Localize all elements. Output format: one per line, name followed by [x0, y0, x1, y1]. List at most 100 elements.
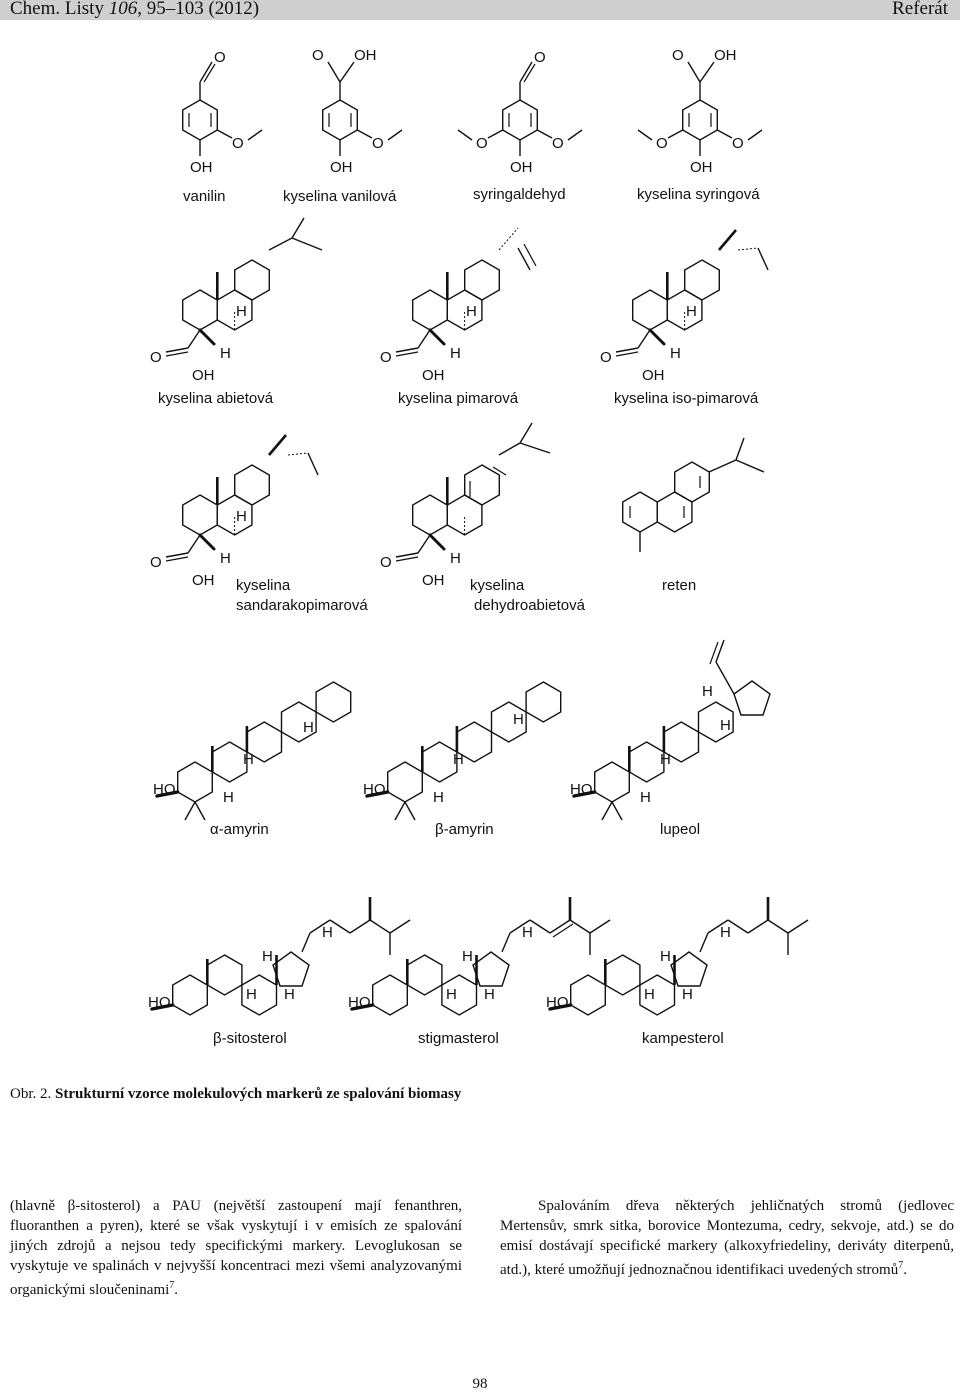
svg-text:H: H — [246, 986, 257, 1003]
svg-text:OH: OH — [422, 572, 445, 589]
svg-text:OH: OH — [354, 47, 377, 64]
svg-text:H: H — [466, 303, 477, 320]
kyselina-abietova-structure: O OH H H — [150, 217, 323, 384]
label-kyselina-iso-pimarova: kyselina iso-pimarová — [614, 390, 759, 407]
label-dehydroabietova-line1: kyselina — [470, 577, 525, 594]
alpha-amyrin-structure: HO H H H — [153, 682, 351, 820]
svg-text:H: H — [220, 345, 231, 362]
svg-text:O: O — [552, 135, 564, 152]
kampesterol-structure: HO H H H H — [546, 897, 808, 1015]
journal-citation: Chem. Listy 106, 95–103 (2012) — [10, 0, 259, 20]
svg-text:H: H — [303, 719, 314, 736]
svg-text:O: O — [380, 554, 392, 571]
label-dehydroabietova-line2: dehydroabietová — [474, 597, 586, 614]
beta-sitosterol-structure: HO H H H H — [148, 897, 410, 1015]
svg-text:OH: OH — [642, 367, 665, 384]
svg-text:O: O — [476, 135, 488, 152]
svg-text:HO: HO — [570, 781, 593, 798]
svg-text:H: H — [262, 948, 273, 965]
reten-structure — [622, 437, 765, 552]
svg-text:OH: OH — [510, 159, 533, 176]
label-sandarakopimarova-line1: kyselina — [236, 577, 291, 594]
svg-text:O: O — [656, 135, 668, 152]
svg-text:H: H — [284, 986, 295, 1003]
svg-text:H: H — [223, 789, 234, 806]
svg-text:H: H — [640, 789, 651, 806]
svg-text:H: H — [720, 717, 731, 734]
label-vanilin: vanilin — [183, 188, 226, 205]
svg-text:H: H — [720, 924, 731, 941]
label-syringaldehyd: syringaldehyd — [473, 186, 566, 203]
svg-text:O: O — [150, 349, 162, 366]
body-left-text: (hlavně β-sitosterol) a PAU (největší za… — [10, 1198, 462, 1298]
lupeol-structure: HO H H H H — [570, 639, 771, 821]
svg-text:O: O — [534, 49, 546, 66]
svg-text:H: H — [433, 789, 444, 806]
svg-text:HO: HO — [348, 994, 371, 1011]
body-column-left: (hlavně β-sitosterol) a PAU (největší za… — [10, 1196, 462, 1300]
svg-text:HO: HO — [546, 994, 569, 1011]
svg-text:O: O — [232, 135, 244, 152]
figure-caption-text: Strukturní vzorce molekulových markerů z… — [55, 1086, 462, 1102]
label-kyselina-abietova: kyselina abietová — [158, 390, 274, 407]
svg-text:O: O — [312, 47, 324, 64]
svg-text:H: H — [670, 345, 681, 362]
label-lupeol: lupeol — [660, 821, 700, 838]
svg-text:H: H — [236, 508, 247, 525]
svg-text:H: H — [702, 683, 713, 700]
svg-text:H: H — [522, 924, 533, 941]
figure-number: Obr. 2. — [10, 1086, 52, 1102]
kyselina-sandarakopimarova-structure: O OH H H — [150, 434, 319, 589]
svg-text:O: O — [600, 349, 612, 366]
svg-text:H: H — [682, 986, 693, 1003]
page-number: 98 — [472, 1376, 488, 1392]
kyselina-pimarova-structure: O OH H H — [380, 227, 537, 384]
svg-text:H: H — [686, 303, 697, 320]
section-label: Referát — [892, 0, 948, 19]
svg-text:HO: HO — [153, 781, 176, 798]
svg-text:O: O — [380, 349, 392, 366]
kyselina-dehydroabietova-structure: O OH H — [380, 422, 551, 589]
svg-text:O: O — [150, 554, 162, 571]
syringaldehyd-structure: O O O OH — [457, 49, 583, 176]
label-beta-amyrin: β-amyrin — [435, 821, 494, 838]
figure-caption: Obr. 2. Strukturní vzorce molekulových m… — [10, 1086, 461, 1103]
page-header: Chem. Listy 106, 95–103 (2012) Referát — [0, 0, 960, 20]
label-kyselina-pimarova: kyselina pimarová — [398, 390, 519, 407]
svg-text:H: H — [220, 550, 231, 567]
journal-pages: , 95–103 (2012) — [137, 0, 260, 19]
label-alpha-amyrin: α-amyrin — [210, 821, 269, 838]
svg-text:OH: OH — [190, 159, 213, 176]
reference-marker: 7 — [898, 1260, 904, 1271]
svg-text:H: H — [513, 711, 524, 728]
body-right-end: . — [903, 1262, 907, 1278]
svg-text:H: H — [450, 550, 461, 567]
svg-text:H: H — [243, 751, 254, 768]
svg-text:OH: OH — [192, 572, 215, 589]
svg-text:O: O — [214, 49, 226, 66]
structure-figure: O O OH O OH O OH O O O OH O OH O — [148, 47, 960, 1047]
svg-text:H: H — [660, 751, 671, 768]
svg-text:OH: OH — [192, 367, 215, 384]
svg-text:H: H — [236, 303, 247, 320]
svg-text:H: H — [446, 986, 457, 1003]
svg-text:O: O — [372, 135, 384, 152]
svg-text:H: H — [484, 986, 495, 1003]
svg-text:O: O — [732, 135, 744, 152]
kyselina-vanilova-structure: O OH O OH — [312, 47, 403, 176]
label-sandarakopimarova-line2: sandarakopimarová — [236, 597, 368, 614]
label-kyselina-syringova: kyselina syringová — [637, 186, 760, 203]
svg-text:H: H — [660, 948, 671, 965]
label-kyselina-vanilova: kyselina vanilová — [283, 188, 397, 205]
svg-text:O: O — [672, 47, 684, 64]
svg-text:HO: HO — [148, 994, 171, 1011]
kyselina-iso-pimarova-structure: O OH H H — [600, 229, 769, 384]
journal-volume: 106 — [108, 0, 138, 19]
svg-text:HO: HO — [363, 781, 386, 798]
svg-text:OH: OH — [422, 367, 445, 384]
svg-text:OH: OH — [714, 47, 737, 64]
svg-text:OH: OH — [690, 159, 713, 176]
label-kampesterol: kampesterol — [642, 1030, 724, 1047]
reference-marker: 7 — [169, 1280, 175, 1291]
journal-name: Chem. Listy — [10, 0, 104, 19]
